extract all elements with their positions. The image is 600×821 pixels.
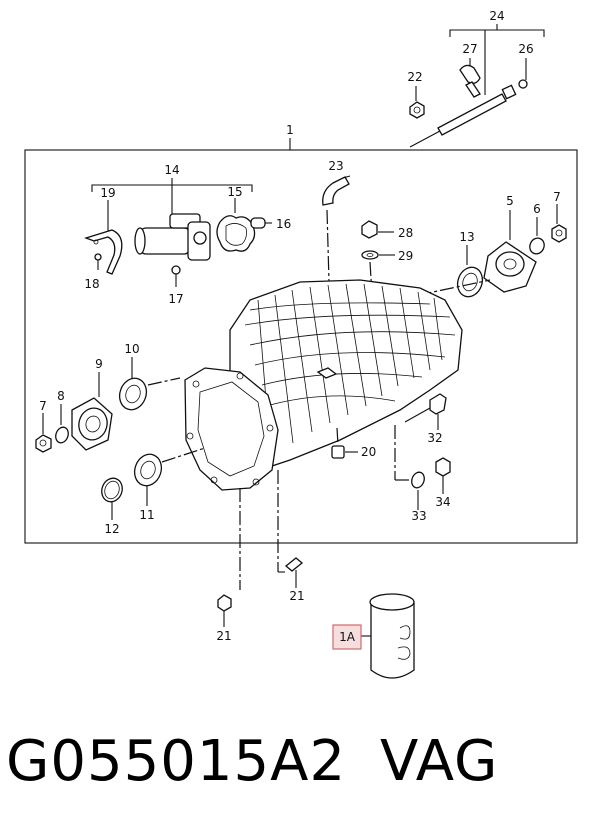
callout-15: 15 — [227, 185, 242, 199]
callout-12: 12 — [104, 522, 119, 536]
vent-pipe-23 — [322, 175, 351, 283]
flange-group — [361, 204, 567, 301]
part-number: G055015A2 — [6, 729, 347, 794]
callout-28: 28 — [398, 226, 413, 240]
callout-5: 5 — [506, 194, 514, 208]
starter-group-14 — [83, 178, 272, 287]
callout-13: 13 — [459, 230, 474, 244]
callout-16: 16 — [276, 217, 291, 231]
callout-17: 17 — [168, 292, 183, 306]
callout-1: 1 — [286, 123, 294, 137]
breather-group — [409, 24, 545, 148]
gearbox-housing — [184, 279, 463, 491]
left-seal-group — [35, 357, 206, 520]
callout-34: 34 — [435, 495, 450, 509]
callout-21-right: 21 — [289, 589, 304, 603]
callout-32: 32 — [427, 431, 442, 445]
callout-19: 19 — [100, 186, 115, 200]
callout-21-left: 21 — [216, 629, 231, 643]
callout-22: 22 — [407, 70, 422, 84]
callout-14: 14 — [164, 163, 179, 177]
callout-9: 9 — [95, 357, 103, 371]
brand-name: VAG — [380, 729, 499, 794]
bottom-bolts-21 — [217, 470, 304, 627]
callout-8: 8 — [57, 389, 65, 403]
callout-7-left: 7 — [39, 399, 47, 413]
callout-10: 10 — [124, 342, 139, 356]
oil-bottle-1a — [332, 593, 415, 679]
lower-right-group — [331, 393, 451, 510]
exploded-parts-diagram: 24 27 26 22 1 23 14 19 15 16 18 17 28 29… — [24, 9, 578, 679]
assembly-frame — [24, 149, 578, 544]
caption-bar: G055015A2 VAG — [0, 712, 600, 812]
callout-27: 27 — [462, 42, 477, 56]
highlight-box — [332, 624, 362, 650]
callout-23: 23 — [328, 159, 343, 173]
callout-1a: 1A — [339, 630, 356, 644]
callout-18: 18 — [84, 277, 99, 291]
callout-33: 33 — [411, 509, 426, 523]
callout-24: 24 — [489, 9, 504, 23]
callout-7-right: 7 — [553, 190, 561, 204]
callout-11: 11 — [139, 508, 154, 522]
callout-20: 20 — [361, 445, 376, 459]
callout-29: 29 — [398, 249, 413, 263]
callout-26: 26 — [518, 42, 533, 56]
callout-6: 6 — [533, 202, 541, 216]
